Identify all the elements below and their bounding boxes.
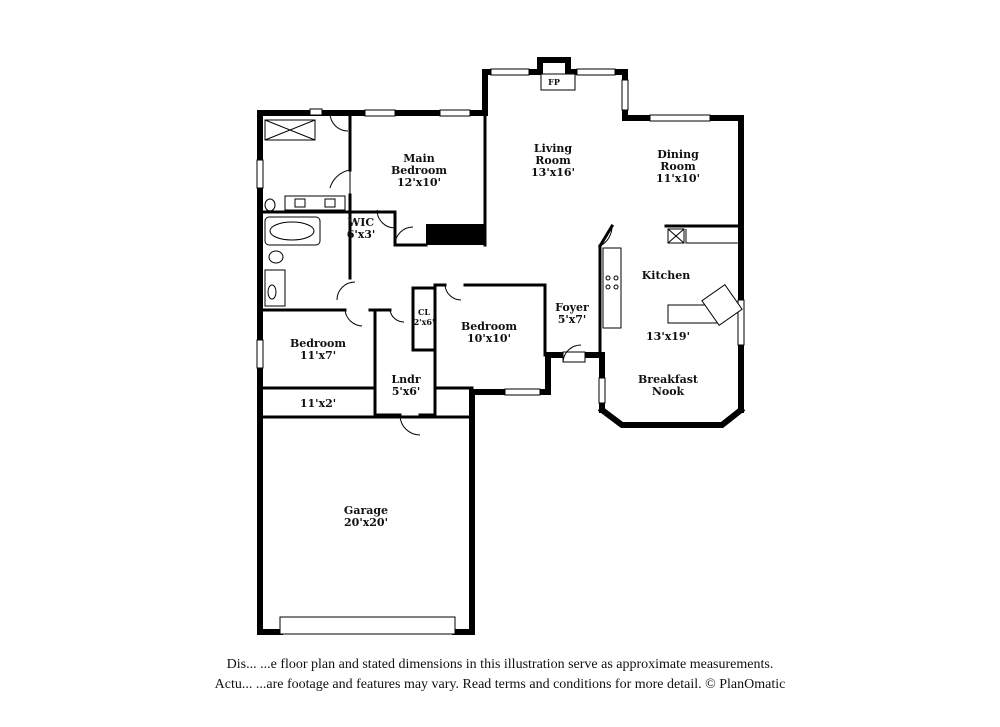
garage-door	[279, 616, 456, 635]
doors	[329, 112, 613, 436]
bedroom-center-dims: 10'x10'	[467, 332, 511, 345]
laundry-name: Lndr	[391, 373, 420, 386]
bedroom-left-name: Bedroom	[290, 337, 346, 350]
main-bedroom-name-2: Bedroom	[391, 164, 447, 177]
fireplace: FP	[540, 73, 576, 91]
disclaimer-line-2: Actu... ...are footage and features may …	[214, 677, 786, 692]
vanity	[284, 195, 346, 211]
garage-name: Garage	[344, 504, 388, 517]
toilet	[264, 198, 276, 212]
closet-cl-dims: 2'x6'	[414, 317, 435, 327]
kitchen-name: Kitchen	[642, 269, 691, 282]
room-labels: Living Room 13'x16' Dining Room 11'x10' …	[290, 142, 700, 529]
living-room-name-1: Living	[534, 142, 572, 155]
main-bedroom-dims: 12'x10'	[397, 176, 441, 189]
front-door	[562, 351, 586, 363]
kitchen-dims: 13'x19'	[646, 330, 690, 343]
dining-room-name-2: Room	[660, 160, 696, 173]
foyer-dims: 5'x7'	[558, 313, 587, 326]
bath-fixtures	[264, 119, 346, 307]
windows	[256, 68, 745, 404]
bedroom-left-dims: 11'x7'	[300, 349, 336, 362]
wic-dims: 6'x3'	[347, 228, 376, 241]
closet-left-dims: 11'x2'	[300, 397, 336, 410]
kitchen-fixtures	[602, 228, 743, 329]
interior-walls	[258, 111, 743, 419]
dining-room-dims: 11'x10'	[656, 172, 700, 185]
garage-dims: 20'x20'	[344, 516, 388, 529]
closet-cl-name: CL	[418, 307, 430, 317]
fireplace-label: FP	[548, 77, 560, 87]
disclaimer-line-1: Dis... ...e floor plan and stated dimens…	[226, 657, 774, 672]
bedroom-center-name: Bedroom	[461, 320, 517, 333]
living-room-dims: 13'x16'	[531, 166, 575, 179]
living-room-name-2: Room	[535, 154, 571, 167]
kitchen-counter-left	[602, 247, 622, 329]
wic-name: WIC	[347, 216, 374, 229]
breakfast-nook-name-2: Nook	[652, 385, 685, 398]
foyer-name: Foyer	[555, 301, 589, 314]
laundry-dims: 5'x6'	[392, 385, 421, 398]
disclaimer: Dis... ...e floor plan and stated dimens…	[0, 655, 1000, 695]
main-bedroom-name-1: Main	[403, 152, 434, 165]
dining-room-name-1: Dining	[657, 148, 699, 161]
breakfast-nook-name-1: Breakfast	[638, 373, 699, 386]
